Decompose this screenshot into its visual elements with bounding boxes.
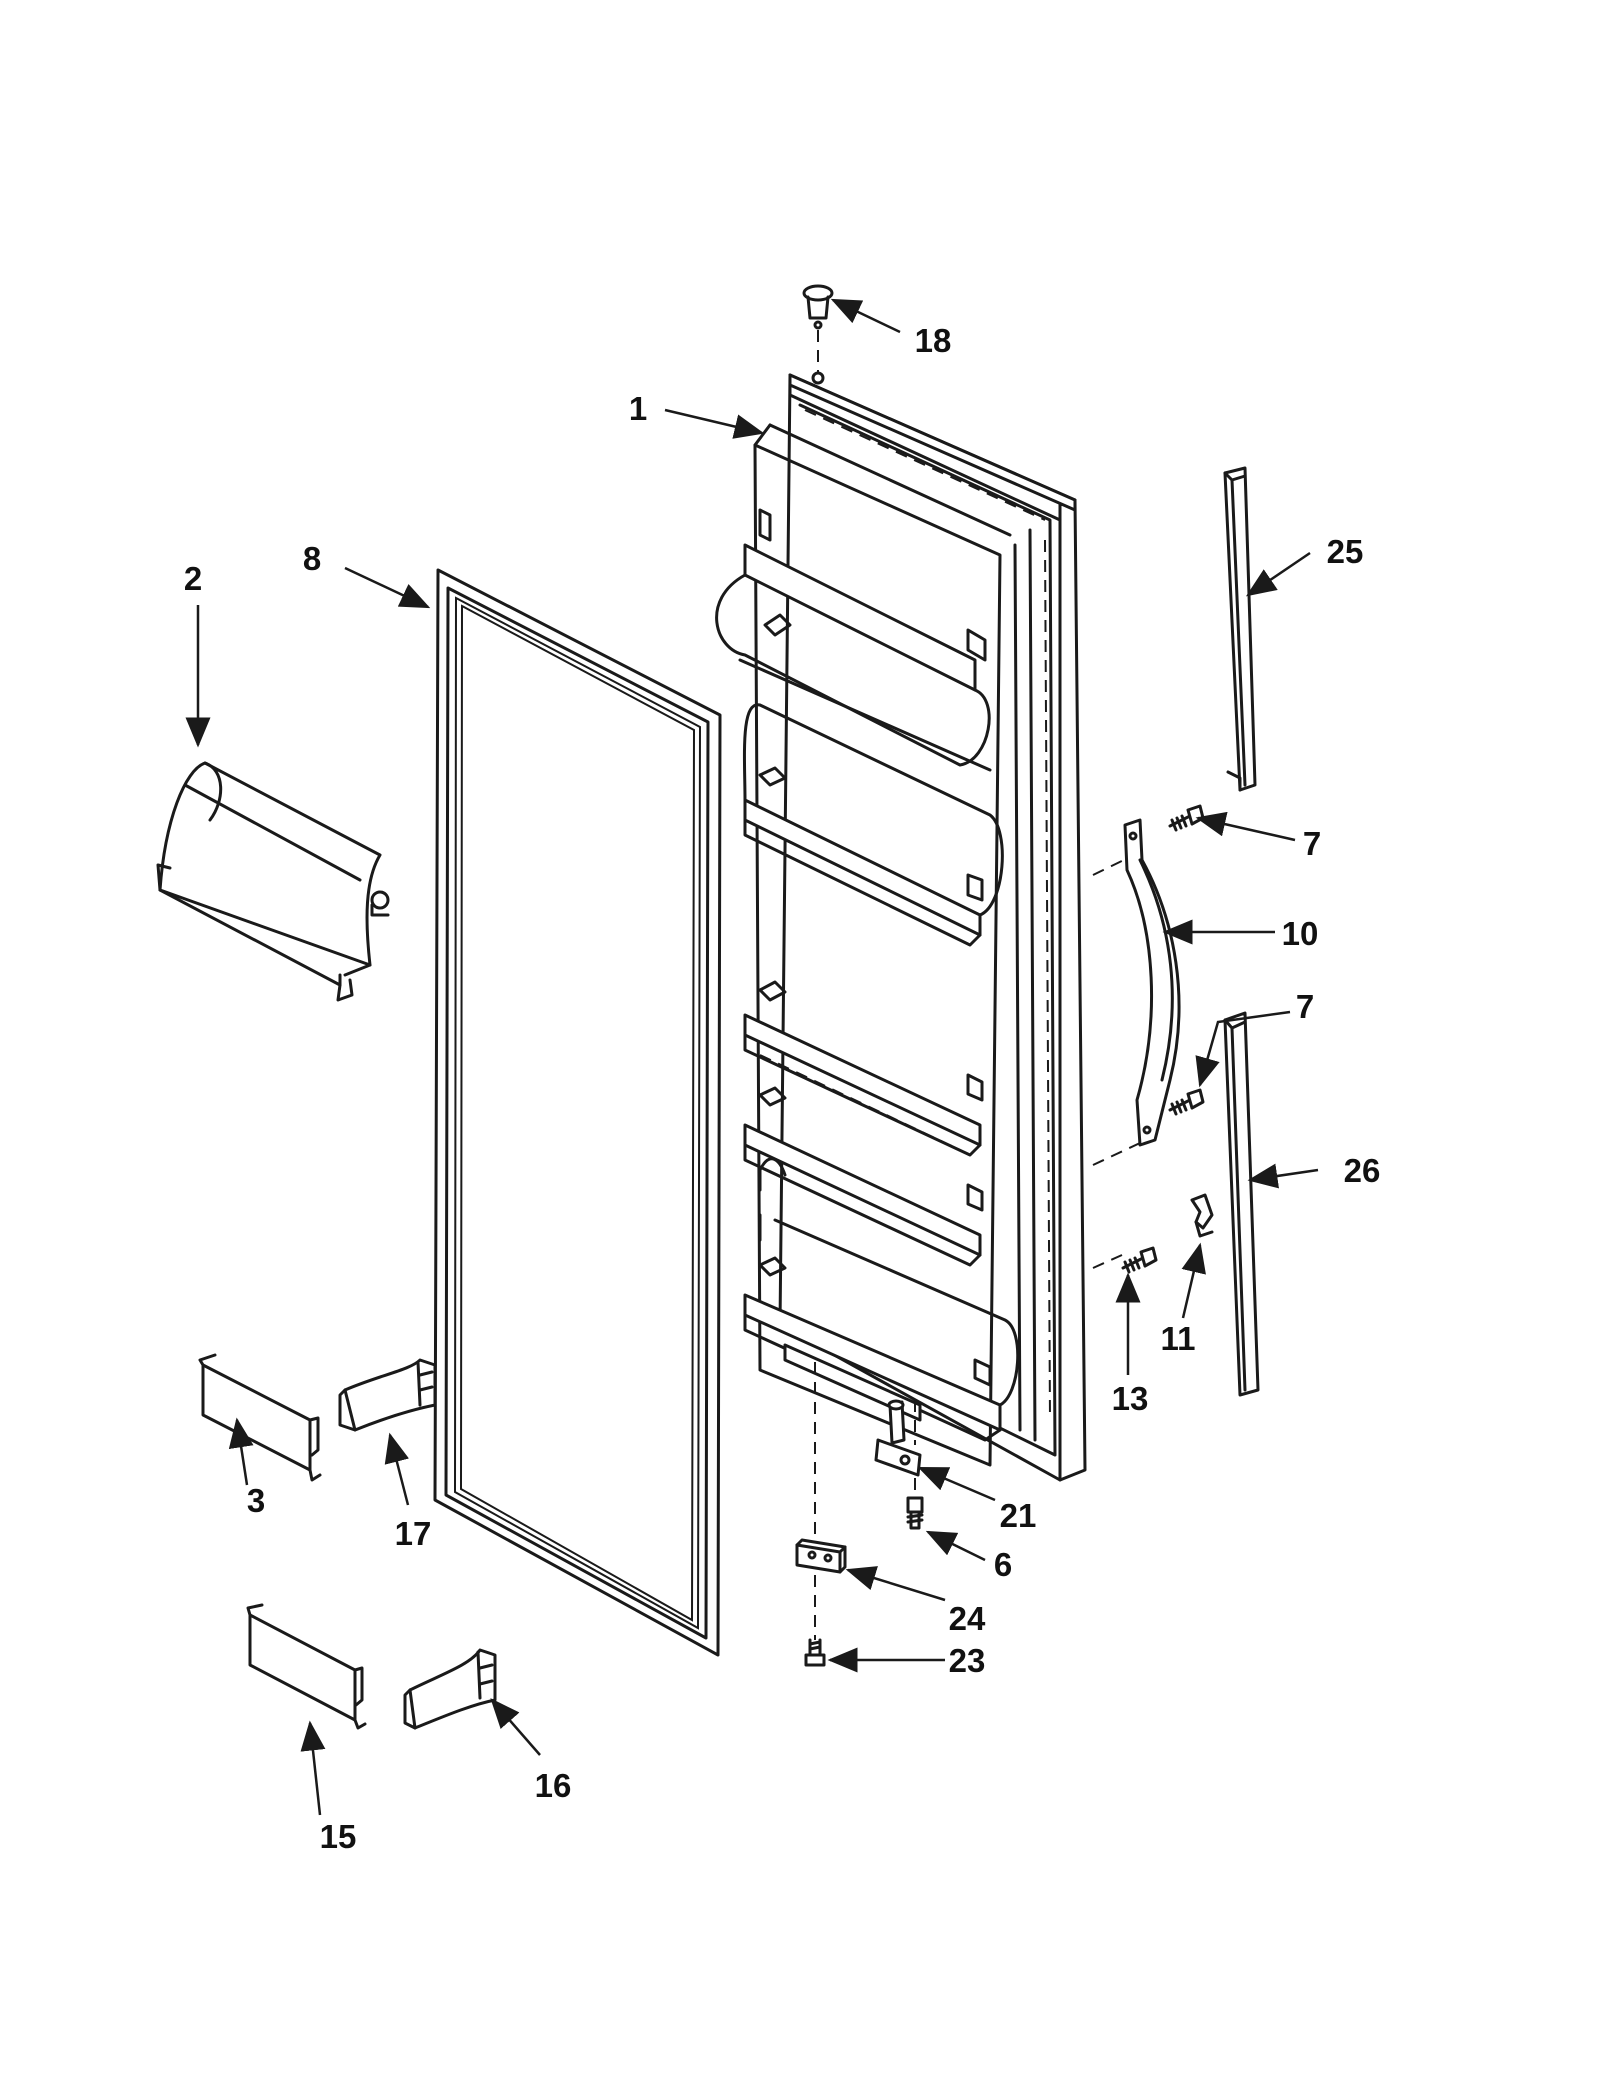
callout-7-lower: 7 <box>1296 988 1314 1025</box>
door-gasket <box>433 568 722 1657</box>
leader-lines <box>185 298 1319 1816</box>
screw-7-lower <box>1168 1088 1205 1116</box>
small-bin-15 <box>246 1603 367 1730</box>
callout-17: 17 <box>395 1515 432 1552</box>
screw-6 <box>906 1478 924 1530</box>
callout-16: 16 <box>535 1767 572 1804</box>
door-handle <box>1123 818 1181 1147</box>
small-bin-3 <box>198 1353 322 1482</box>
callout-1: 1 <box>629 390 647 427</box>
trim-strip-25 <box>1223 466 1257 792</box>
callout-labels: 1 2 3 6 7 7 8 10 11 13 15 16 17 18 21 23… <box>184 322 1381 1855</box>
screw-13 <box>1121 1246 1158 1274</box>
callout-21: 21 <box>1000 1497 1037 1534</box>
callout-25: 25 <box>1327 533 1364 570</box>
dairy-door-part <box>156 761 390 1002</box>
callout-8: 8 <box>303 540 321 577</box>
clip-11 <box>1190 1193 1214 1238</box>
callout-3: 3 <box>247 1482 265 1519</box>
end-cap-17 <box>338 1358 437 1432</box>
callout-26: 26 <box>1344 1152 1381 1189</box>
plug-18 <box>802 284 834 385</box>
callout-2: 2 <box>184 560 202 597</box>
trim-strip-26 <box>1223 1011 1260 1397</box>
callout-6: 6 <box>994 1546 1012 1583</box>
callout-11: 11 <box>1161 1320 1196 1357</box>
callout-24: 24 <box>949 1600 986 1637</box>
callout-23: 23 <box>949 1642 986 1679</box>
callout-10: 10 <box>1282 915 1319 952</box>
end-cap-16 <box>403 1648 497 1730</box>
hinge-21 <box>874 1399 922 1477</box>
callout-13: 13 <box>1112 1380 1149 1417</box>
callout-7-upper: 7 <box>1303 825 1321 862</box>
callout-18: 18 <box>915 322 952 359</box>
screw-23 <box>804 1575 826 1667</box>
door-assembly <box>715 373 1087 1482</box>
bracket-24 <box>795 1362 847 1574</box>
callout-15: 15 <box>320 1818 357 1855</box>
